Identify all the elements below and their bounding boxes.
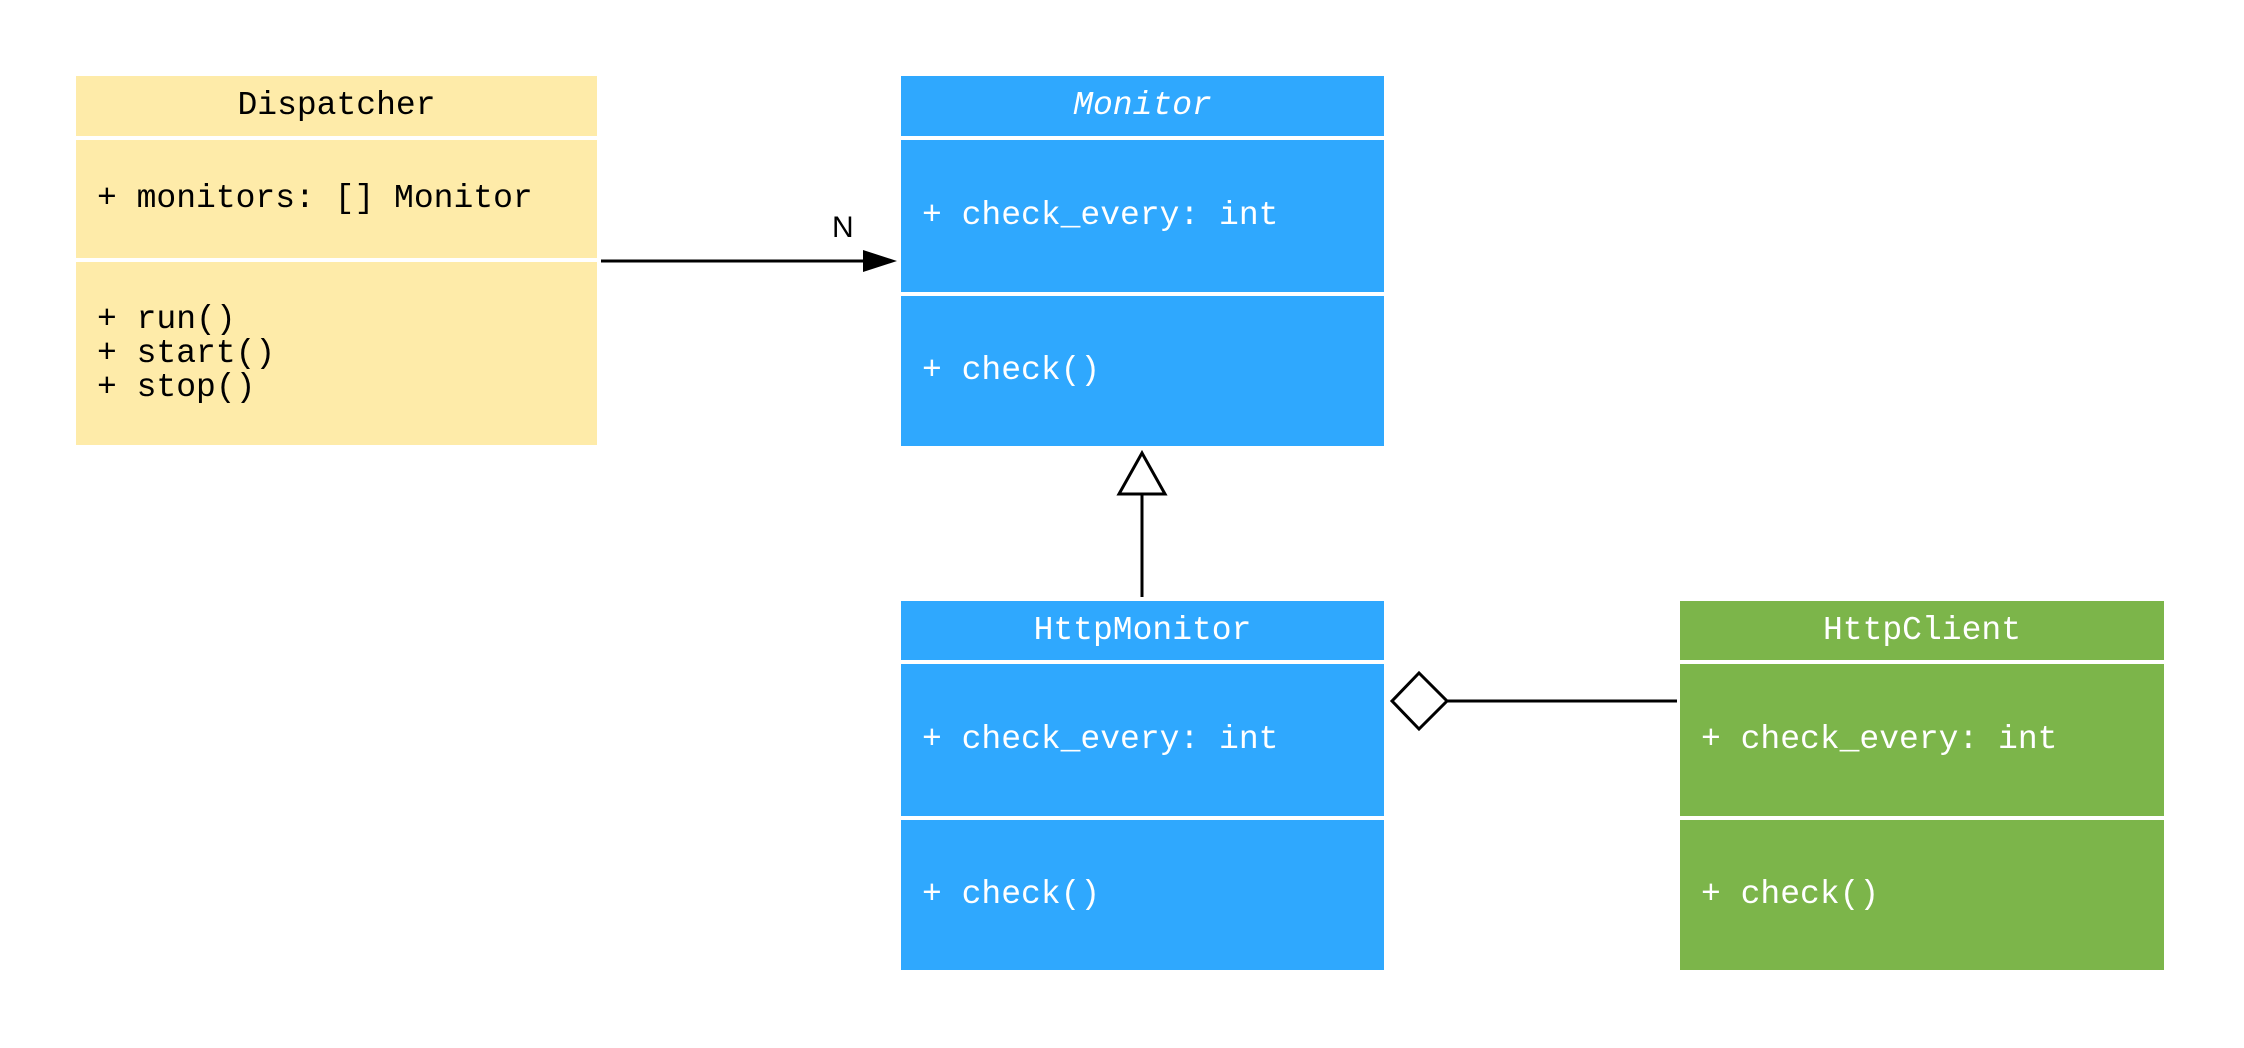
hollow-diamond-icon [1389, 670, 1450, 732]
association-arrow [601, 250, 897, 272]
method: + start() [97, 334, 276, 372]
attribute: + monitors: [] Monitor [97, 180, 533, 217]
methods-section: + check() [901, 296, 1384, 446]
attribute: + check_every: int [922, 721, 1279, 758]
attributes-section: + monitors: [] Monitor [76, 140, 597, 258]
class-name: Dispatcher [76, 76, 597, 136]
method: + check() [922, 876, 1101, 913]
class-name: Monitor [901, 76, 1384, 136]
method: + check() [1701, 876, 1880, 913]
class-name: HttpClient [1680, 601, 2164, 660]
attribute: + check_every: int [922, 197, 1279, 234]
class-name-text: Monitor [1073, 87, 1212, 124]
method: + run() [97, 300, 236, 338]
attributes-section: + check_every: int [1680, 664, 2164, 816]
attributes-section: + check_every: int [901, 140, 1384, 292]
methods-section: + check() [901, 820, 1384, 970]
methods-section: + run() + start() + stop() [76, 262, 597, 445]
multiplicity-label: N [832, 211, 854, 244]
class-name-text: HttpMonitor [1033, 611, 1252, 649]
class-name-text: Dispatcher [237, 87, 436, 124]
class-name-text: HttpClient [1822, 611, 2022, 649]
aggregation-connector [1389, 670, 1677, 732]
methods-section: + check() [1680, 820, 2164, 970]
method: + stop() [97, 368, 256, 406]
class-dispatcher: Dispatcher + monitors: [] Monitor + run(… [76, 76, 597, 445]
attributes-section: + check_every: int [901, 664, 1384, 816]
generalization-arrow [1116, 449, 1168, 597]
attribute: + check_every: int [1701, 721, 2058, 758]
class-name: HttpMonitor [901, 601, 1384, 660]
class-monitor: Monitor + check_every: int + check() [901, 76, 1384, 446]
arrowhead-icon [863, 250, 897, 272]
class-http-client: HttpClient + check_every: int + check() [1680, 601, 2164, 970]
method: + check() [922, 352, 1101, 389]
class-http-monitor: HttpMonitor + check_every: int + check() [901, 601, 1384, 970]
hollow-triangle-icon [1116, 449, 1168, 496]
